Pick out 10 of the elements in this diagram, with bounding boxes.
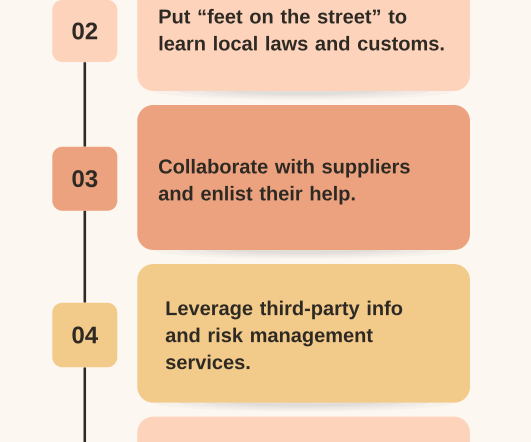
step-card: Collaborate with suppliers and enlist their help. [137, 105, 470, 250]
step-card: Put “feet on the street” to learn local laws and customs. [137, 0, 470, 91]
step-number-tile: 02 [52, 0, 118, 62]
step-card: Leverage third-party info and risk management services. [137, 264, 470, 403]
timeline-line [84, 368, 86, 442]
step-card [137, 416, 470, 442]
timeline-line [84, 210, 86, 302]
step-number-tile: 03 [52, 146, 118, 211]
step-number-tile: 04 [52, 302, 118, 368]
timeline-line [84, 62, 86, 146]
